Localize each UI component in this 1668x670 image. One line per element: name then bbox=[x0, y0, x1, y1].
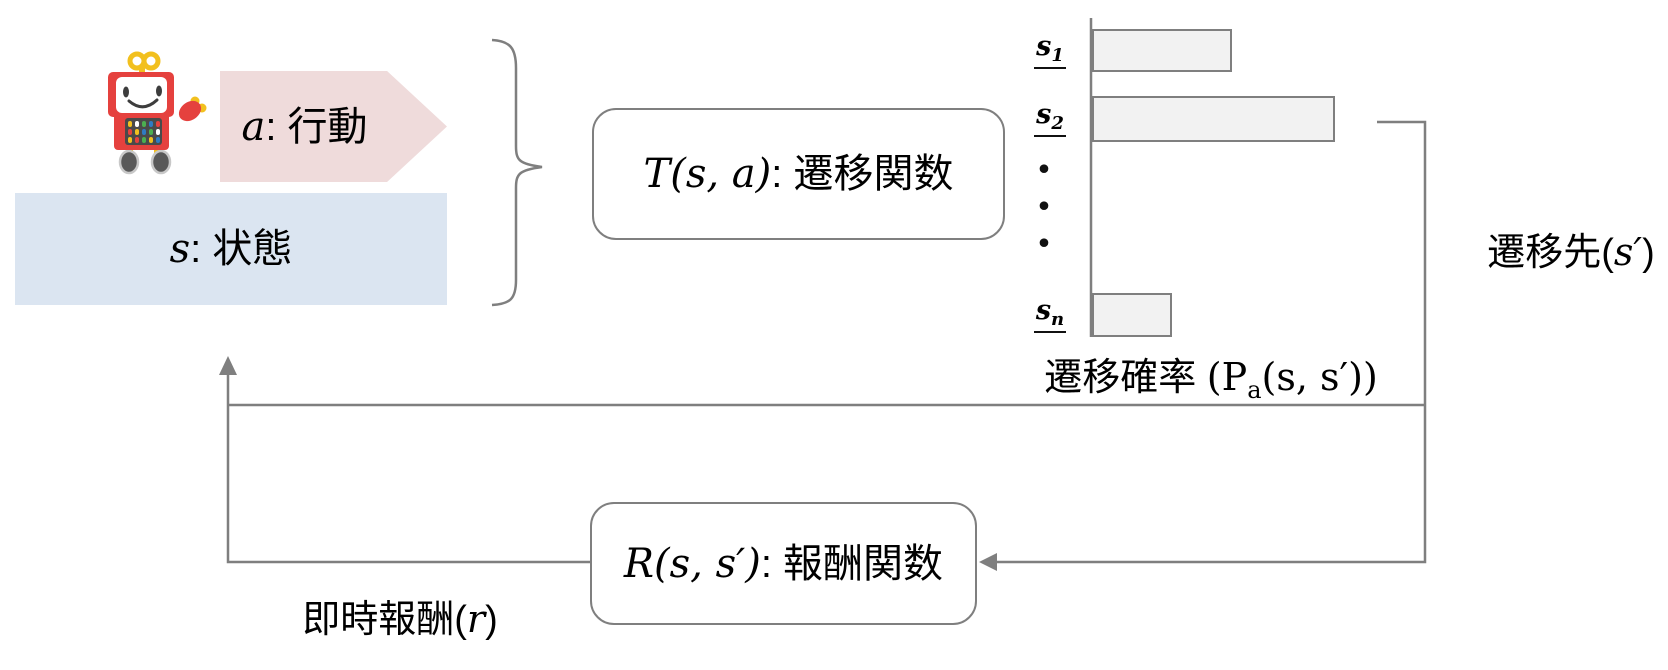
bar-label-s2: s2 bbox=[1018, 101, 1082, 137]
transition-probability-caption: 遷移確率 (Pa(s, s′)) bbox=[1044, 355, 1378, 404]
action-symbol: a bbox=[241, 103, 266, 150]
reward-return-line bbox=[226, 375, 590, 564]
curly-brace bbox=[491, 38, 543, 307]
bar-sn bbox=[1092, 293, 1172, 337]
bar-label-s1: s1 bbox=[1018, 33, 1082, 69]
robot-hand bbox=[178, 96, 207, 122]
state-label: : 状態 bbox=[190, 227, 293, 271]
immediate-reward-caption: 即時報酬(r) bbox=[302, 597, 498, 641]
action-arrow: a: 行動 bbox=[220, 71, 447, 182]
robot-legs bbox=[118, 147, 172, 175]
bar-row-sn: sn bbox=[1018, 293, 1172, 337]
state-box: s: 状態 bbox=[15, 193, 447, 305]
bar-s2 bbox=[1092, 96, 1335, 142]
reward-function-label: : 報酬関数 bbox=[760, 541, 944, 586]
robot-agent-icon bbox=[108, 51, 207, 175]
transition-function-formula: T(s, a) bbox=[643, 151, 772, 197]
bar-row-s2: s2 bbox=[1018, 96, 1335, 142]
bar-label-sn: sn bbox=[1018, 297, 1082, 333]
transition-destination-line bbox=[997, 120, 1427, 564]
state-symbol: s bbox=[169, 226, 191, 272]
robot-buttons bbox=[128, 121, 160, 143]
reward-function-box: R(s, s′): 報酬関数 bbox=[590, 502, 977, 625]
action-label: : 行動 bbox=[265, 104, 368, 149]
bar-row-s1: s1 bbox=[1018, 29, 1232, 72]
transition-function-label: : 遷移関数 bbox=[771, 152, 954, 196]
arrowhead-into-reward-box bbox=[979, 553, 997, 571]
reward-function-formula: R(s, s′) bbox=[623, 540, 761, 587]
transition-destination-caption: 遷移先(s′) bbox=[1487, 230, 1655, 274]
transition-function-box: T(s, a): 遷移関数 bbox=[592, 108, 1005, 240]
arrowhead-up-to-state bbox=[219, 356, 237, 375]
robot-body bbox=[108, 72, 174, 150]
bar-s1 bbox=[1092, 29, 1232, 72]
ellipsis-dots: • • • bbox=[1035, 153, 1053, 262]
